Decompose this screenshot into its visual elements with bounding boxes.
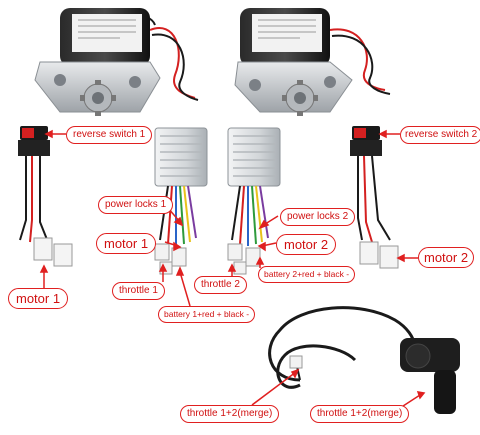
motor-1-left-label: motor 1 [8,288,68,309]
motor-1-image [35,8,198,116]
battery-1-label: battery 1+red + black - [158,306,255,323]
motor-2-right-label: motor 2 [418,247,474,268]
throttle-image [270,308,460,414]
reverse-switch-2-image [350,126,398,268]
reverse-switch-2-label: reverse switch 2 [400,126,480,144]
power-locks-1-label: power locks 1 [98,196,173,214]
power-locks-2-label: power locks 2 [280,208,355,226]
throttle-merge-right-label: throttle 1+2(merge) [310,405,409,423]
motor-1-center-label: motor 1 [96,233,156,254]
battery-2-label: battery 2+red + black - [258,266,355,283]
motor-2-center-label: motor 2 [276,234,336,255]
throttle-merge-left-label: throttle 1+2(merge) [180,405,279,423]
throttle-1-label: throttle 1 [112,282,165,300]
reverse-switch-1-label: reverse switch 1 [66,126,152,144]
throttle-2-label: throttle 2 [194,276,247,294]
reverse-switch-1-image [18,126,72,266]
motor-2-image [235,8,390,116]
controller-2-image [228,128,280,274]
